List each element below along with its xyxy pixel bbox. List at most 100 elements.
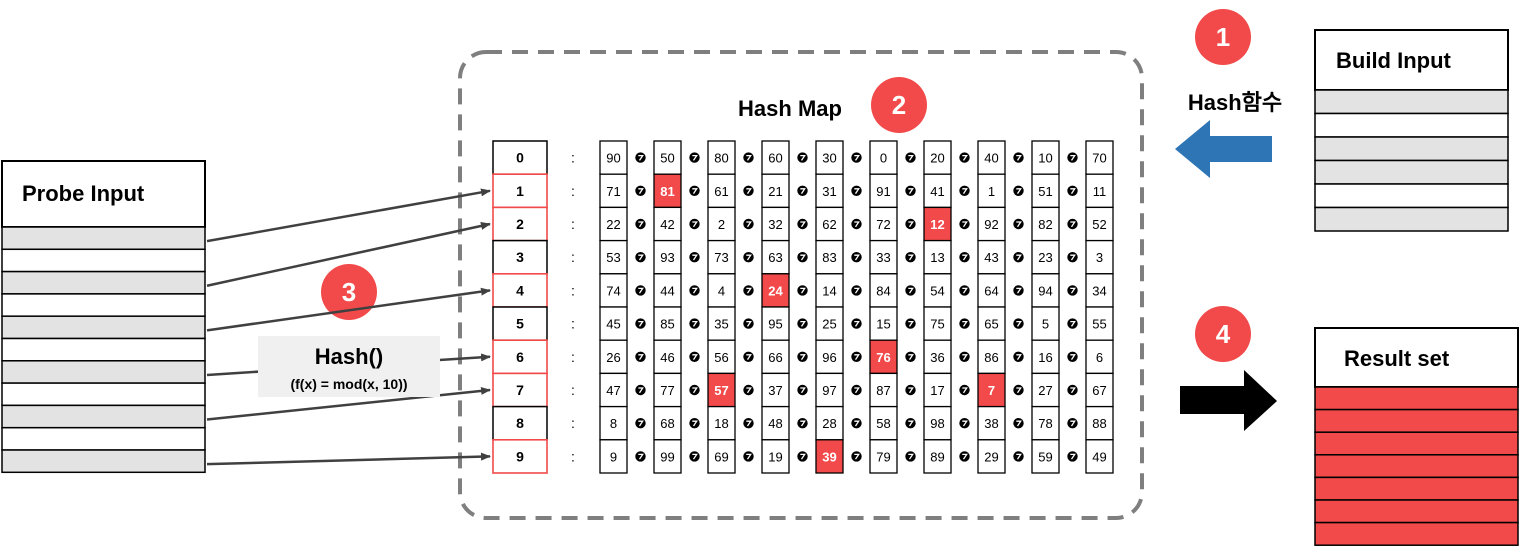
chain-cell — [923, 206, 952, 242]
chain-pointer-icon — [1067, 152, 1078, 163]
chain-cell — [707, 339, 736, 375]
chain-pointer-glyph — [1070, 287, 1076, 294]
chain-pointer-icon — [743, 218, 754, 230]
chain-cell — [761, 239, 790, 275]
probe-arrows — [206, 188, 491, 466]
chain-value: 10 — [1038, 151, 1052, 166]
chain-pointer-icon — [797, 351, 808, 362]
chain-pointer-glyph — [692, 420, 698, 427]
chain-pointer-icon — [1067, 218, 1078, 230]
chain-value: 46 — [660, 350, 674, 365]
bucket-cell — [492, 405, 548, 441]
chain-value: 36 — [930, 350, 944, 365]
chain-pointer-icon — [959, 451, 970, 462]
chain-pointer-icon — [743, 252, 754, 263]
bucket-label: 0 — [516, 150, 524, 166]
chain-pointer-glyph — [638, 320, 644, 327]
chain-pointer-glyph — [692, 254, 698, 261]
chain-pointer-glyph — [908, 154, 914, 161]
chain-pointer-icon — [635, 351, 646, 362]
chain-pointer-icon — [1067, 384, 1078, 396]
chain-value: 63 — [768, 250, 782, 265]
bucket-separator: : — [571, 349, 575, 365]
chain-cell — [1031, 439, 1060, 474]
chain-pointer-icon — [1067, 185, 1078, 196]
chain-value: 8 — [610, 416, 617, 431]
chain-cell — [653, 273, 682, 308]
chain-pointer-icon — [797, 252, 808, 263]
result-set-row — [1314, 408, 1519, 433]
chain-value: 58 — [876, 416, 890, 431]
chain-cell — [869, 140, 898, 175]
chain-pointer-icon — [851, 252, 862, 263]
step-badge-2-label: 2 — [892, 90, 906, 120]
chain-pointer-icon — [743, 152, 754, 163]
chain-cell — [761, 173, 790, 209]
chain-value: 86 — [984, 350, 998, 365]
chain-value: 60 — [768, 151, 782, 166]
chain-pointer-icon — [635, 384, 646, 396]
build-input-header — [1314, 29, 1509, 91]
bucket-cell — [492, 339, 548, 375]
chain-cell — [815, 439, 844, 474]
chain-pointer-icon — [1013, 218, 1024, 230]
chain-pointer-icon — [905, 152, 916, 163]
result-set-row — [1314, 499, 1519, 524]
chain-pointer-icon — [743, 285, 754, 296]
chain-cell — [869, 439, 898, 474]
chain-pointer-glyph — [1016, 287, 1022, 294]
build-input-row — [1314, 89, 1509, 115]
chain-cell — [977, 339, 1006, 375]
chain-value: 16 — [1038, 350, 1052, 365]
chain-pointer-glyph — [1070, 354, 1076, 360]
bucket-cell — [492, 239, 548, 275]
chain-cell — [653, 140, 682, 175]
chain-cell — [761, 405, 790, 441]
chain-pointer-icon — [959, 185, 970, 196]
chain-pointer-icon — [959, 152, 970, 163]
chain-pointer-icon — [959, 351, 970, 362]
chain-value: 42 — [660, 217, 674, 232]
chain-pointer-glyph — [692, 221, 698, 228]
chain-cell — [1085, 339, 1114, 375]
chain-pointer-glyph — [854, 453, 860, 460]
bucket-separator: : — [571, 216, 575, 232]
chain-pointer-icon — [1013, 418, 1024, 429]
chain-value: 6 — [1096, 350, 1103, 365]
chain-pointer-glyph — [854, 254, 860, 261]
bucket-label: 5 — [516, 316, 524, 332]
chain-value: 44 — [660, 283, 674, 298]
chain-pointer-icon — [959, 252, 970, 263]
chain-cell — [977, 405, 1006, 441]
chain-value: 9 — [610, 449, 617, 464]
chain-cell — [815, 405, 844, 441]
chain-value: 21 — [768, 184, 782, 199]
chain-pointer-icon — [1067, 451, 1078, 462]
chain-cell — [707, 439, 736, 474]
chain-value: 14 — [822, 283, 836, 298]
chain-value: 47 — [606, 383, 620, 398]
bucket-cell — [492, 206, 548, 242]
chain-pointer-icon — [1013, 451, 1024, 462]
chain-value: 62 — [822, 217, 836, 232]
chain-value: 76 — [876, 350, 890, 365]
bucket-separator: : — [571, 316, 575, 332]
chain-value: 32 — [768, 217, 782, 232]
chain-value: 35 — [714, 317, 728, 332]
chain-value: 91 — [876, 184, 890, 199]
probe-input-row — [1, 404, 206, 429]
build-input-row — [1314, 112, 1509, 138]
probe-input-row — [1, 360, 206, 384]
chain-pointer-glyph — [746, 420, 752, 427]
chain-cell — [761, 306, 790, 341]
chain-pointer-glyph — [800, 420, 806, 427]
chain-pointer-glyph — [800, 320, 806, 327]
chain-pointer-icon — [959, 384, 970, 396]
chain-pointer-glyph — [908, 420, 914, 427]
chain-value: 55 — [1092, 317, 1106, 332]
chain-pointer-icon — [689, 252, 700, 263]
chain-pointer-icon — [959, 318, 970, 329]
chain-cell — [707, 273, 736, 308]
chain-pointer-icon — [1013, 384, 1024, 396]
chain-pointer-glyph — [746, 254, 752, 261]
